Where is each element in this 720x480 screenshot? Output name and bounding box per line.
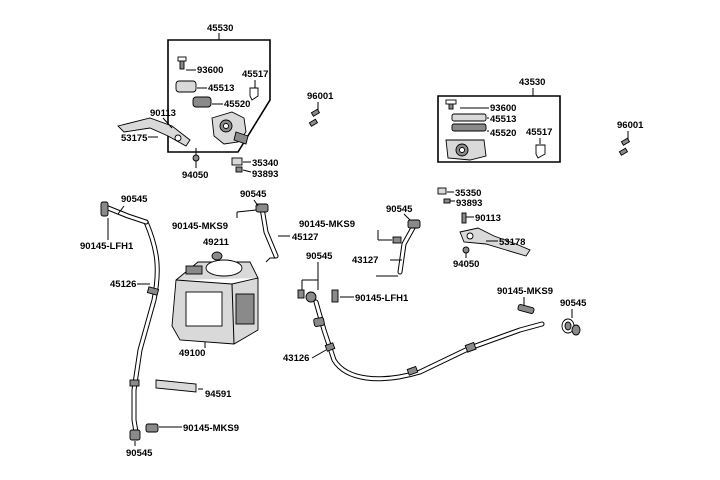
label-90545-c: 90545 <box>126 448 153 459</box>
label-90545-e: 90545 <box>306 251 333 262</box>
label-93600-left: 93600 <box>197 65 223 76</box>
label-45127: 45127 <box>292 232 318 243</box>
master-cylinder-right <box>445 139 487 161</box>
lever-53178 <box>459 227 531 257</box>
label-49211: 49211 <box>203 237 230 248</box>
label-43126: 43126 <box>283 353 309 364</box>
hose-43127 <box>397 219 421 275</box>
banjo-43126-top <box>297 289 317 303</box>
label-90145-mks9-d: 90145-MKS9 <box>497 286 553 297</box>
label-93893-right: 93893 <box>456 198 482 209</box>
bolts-96001-right <box>618 137 631 156</box>
label-94591: 94591 <box>205 389 232 400</box>
diaphragm-45520-right <box>451 123 487 132</box>
cap-45513-left <box>175 80 197 93</box>
screw-93600-right <box>445 99 457 110</box>
screw-93893-right <box>443 198 451 204</box>
label-90545-d: 90545 <box>386 204 413 215</box>
label-90113-left: 90113 <box>150 108 176 119</box>
label-53175: 53175 <box>121 133 148 144</box>
label-90145-lfh1-a: 90145-LFH1 <box>80 241 134 252</box>
label-90545-a: 90545 <box>121 194 148 205</box>
bolt-90145-mks9-d <box>517 304 535 314</box>
label-96001-left: 96001 <box>307 91 334 102</box>
master-cylinder-left <box>211 111 249 145</box>
switch-45517-left <box>249 87 259 101</box>
nut-94050-left <box>192 148 200 162</box>
cap-45513-right <box>451 113 487 122</box>
label-45513-left: 45513 <box>208 83 234 94</box>
banjo-bottom-left <box>129 423 159 441</box>
bolt-90113-right <box>461 212 467 224</box>
bolt-90145-lfh1-b <box>331 289 339 303</box>
label-90145-mks9-b: 90145-MKS9 <box>183 423 239 434</box>
hose-45127 <box>255 203 279 259</box>
banjo-top-left <box>100 201 109 217</box>
label-93600-right: 93600 <box>490 103 516 114</box>
label-90145-mks9-c: 90145-MKS9 <box>299 219 355 230</box>
banjo-right-end <box>561 318 581 336</box>
label-90545-f: 90545 <box>560 298 587 309</box>
label-90145-lfh1-b: 90145-LFH1 <box>355 293 409 304</box>
label-93893-left: 93893 <box>252 169 278 180</box>
label-45513-right: 45513 <box>490 114 516 125</box>
label-45126: 45126 <box>110 279 136 290</box>
abs-unit-49100 <box>171 259 259 345</box>
label-94050-right: 94050 <box>453 259 479 270</box>
nut-94050-right <box>462 246 470 254</box>
kit-box-43530 <box>437 88 561 163</box>
switch-35350 <box>437 187 447 195</box>
label-35350: 35350 <box>455 188 481 199</box>
lever-53175 <box>117 117 191 147</box>
diaphragm-45520-left <box>192 96 212 108</box>
label-90145-mks9-a: 90145-MKS9 <box>172 221 228 232</box>
label-90545-b: 90545 <box>240 189 267 200</box>
label-43530: 43530 <box>519 77 545 88</box>
hose-45126 <box>105 205 160 435</box>
switch-45517-right <box>535 144 546 159</box>
hose-43126 <box>313 299 545 382</box>
label-45520-left: 45520 <box>224 99 250 110</box>
label-45530: 45530 <box>207 23 233 34</box>
bolts-96001-left <box>308 108 321 127</box>
label-96001-right: 96001 <box>617 120 644 131</box>
label-53178: 53178 <box>499 237 525 248</box>
strap-94591 <box>155 379 197 393</box>
label-49100: 49100 <box>179 348 205 359</box>
label-45517-left: 45517 <box>242 69 268 80</box>
label-94050-left: 94050 <box>182 170 208 181</box>
label-45520-right: 45520 <box>490 128 516 139</box>
label-45517-right: 45517 <box>526 127 552 138</box>
switch-35340 <box>231 157 243 173</box>
label-35340: 35340 <box>252 158 278 169</box>
label-90113-right: 90113 <box>475 213 501 224</box>
label-43127: 43127 <box>352 255 378 266</box>
connector-49211 <box>211 251 223 261</box>
screw-93600-left <box>177 56 187 70</box>
